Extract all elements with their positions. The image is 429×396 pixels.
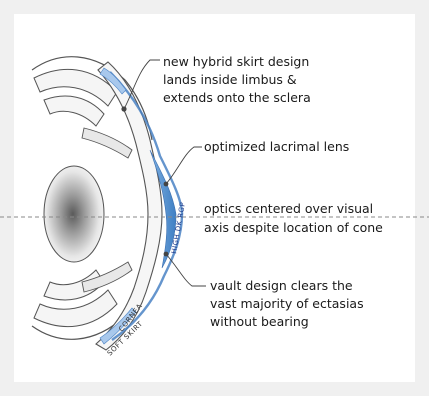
callout-lacrimal: optimized lacrimal lens xyxy=(204,139,349,154)
iris-upper xyxy=(82,128,132,158)
callout-skirt-line-1: new hybrid skirt design xyxy=(163,54,309,69)
callout-vault-line-2: vast majority of ectasias xyxy=(210,296,364,311)
callout-lacrimal-line-1: optimized lacrimal lens xyxy=(204,139,349,154)
upper-tissue-2 xyxy=(44,96,104,126)
callout-skirt: new hybrid skirt design lands inside lim… xyxy=(163,54,313,105)
callout-vault-line-1: vault design clears the xyxy=(210,278,353,293)
leader-lacrimal-dot xyxy=(164,182,169,187)
callout-optics: optics centered over visual axis despite… xyxy=(204,201,383,235)
callout-vault: vault design clears the vast majority of… xyxy=(210,278,368,329)
crystalline-lens xyxy=(44,166,104,262)
leader-vault-dot xyxy=(164,252,169,257)
leader-skirt-dot xyxy=(121,106,126,111)
callout-optics-line-1: optics centered over visual xyxy=(204,201,373,216)
callout-optics-line-2: axis despite location of cone xyxy=(204,220,383,235)
callout-skirt-line-2: lands inside limbus & xyxy=(163,72,297,87)
callout-vault-line-3: without bearing xyxy=(210,314,309,329)
callout-skirt-line-3: extends onto the sclera xyxy=(163,90,311,105)
